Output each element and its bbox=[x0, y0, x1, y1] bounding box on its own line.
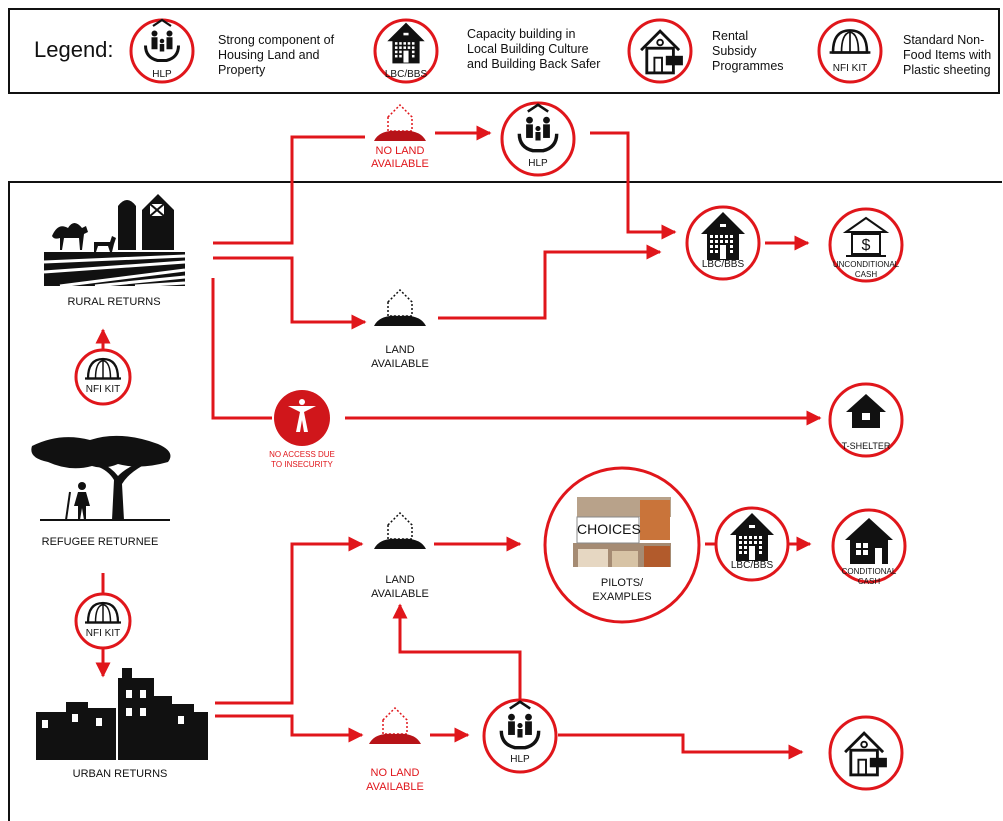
svg-text:$: $ bbox=[862, 237, 871, 254]
conditional-cash-node bbox=[831, 508, 907, 584]
pilots-examples-label: PILOTS/EXAMPLES bbox=[592, 577, 652, 603]
no-land-icon-top bbox=[373, 104, 427, 142]
t-shelter-label: T-SHELTER bbox=[841, 441, 891, 451]
land-available-icon-top bbox=[373, 289, 427, 327]
lbc-label-top: LBC/BBS bbox=[701, 259, 745, 270]
refugee-returnee-label: REFUGEE RETURNEE bbox=[41, 536, 159, 548]
legend-lbc-badge bbox=[373, 18, 439, 84]
hlp-node-top bbox=[500, 101, 576, 177]
urban-returns-label: URBAN RETURNS bbox=[72, 768, 168, 780]
connectors bbox=[95, 125, 822, 760]
legend-rent-badge bbox=[627, 18, 693, 84]
lbc-node-top bbox=[685, 205, 761, 281]
t-shelter-node bbox=[828, 382, 904, 458]
land-available-icon-bottom bbox=[373, 512, 427, 550]
hlp-label-top: HLP bbox=[528, 158, 548, 169]
no-land-icon-bottom bbox=[368, 707, 422, 745]
no-access-icon bbox=[274, 390, 330, 446]
legend-title: Legend: bbox=[34, 37, 114, 62]
legend-hlp-label: HLP bbox=[152, 69, 172, 80]
nfi-badge-urban bbox=[74, 592, 132, 650]
urban-returns-icon bbox=[36, 668, 208, 760]
nfi-badge-rural-label: NFI KIT bbox=[85, 384, 121, 395]
nfi-badge-rural bbox=[74, 348, 132, 406]
rent-node bbox=[828, 715, 904, 791]
lbc-node-bottom bbox=[714, 506, 790, 582]
hlp-label-bottom: HLP bbox=[510, 754, 530, 765]
unconditional-cash-node: $ bbox=[828, 207, 904, 283]
choices-label: CHOICES bbox=[577, 521, 641, 537]
refugee-returnee-icon bbox=[31, 435, 171, 521]
lbc-label-bottom: LBC/BBS bbox=[730, 560, 774, 571]
legend-lbc-label: LBC/BBS bbox=[384, 69, 428, 80]
legend-nfi-label: NFI KIT bbox=[832, 63, 868, 74]
rural-returns-label: RURAL RETURNS bbox=[67, 296, 161, 308]
choices-node bbox=[543, 466, 701, 624]
legend-nfi-badge bbox=[817, 18, 883, 84]
legend-hlp-badge bbox=[129, 18, 195, 84]
hlp-node-bottom bbox=[482, 698, 558, 774]
diagram-panel bbox=[8, 181, 1002, 821]
nfi-badge-urban-label: NFI KIT bbox=[85, 628, 121, 639]
rural-returns-icon bbox=[43, 194, 186, 288]
legend-panel bbox=[8, 8, 1000, 94]
